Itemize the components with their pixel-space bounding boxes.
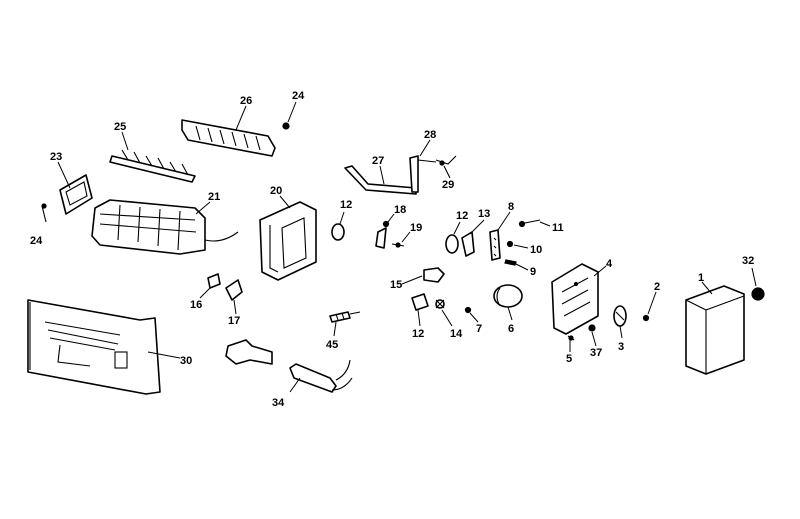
- part-6-motor: [493, 284, 523, 321]
- part-34-valve: [225, 339, 353, 393]
- part-12-cam-middle: [445, 221, 461, 254]
- part-5-screw: [567, 335, 575, 352]
- callout-37: 37: [590, 347, 602, 359]
- part-29-spring: [435, 155, 457, 179]
- part-3-terminal: [613, 305, 627, 339]
- part-27-shutoff-arm: [344, 165, 417, 195]
- part-23-mounting-plate: [57, 161, 93, 215]
- callout-28: 28: [424, 129, 436, 141]
- callout-19: 19: [410, 222, 422, 234]
- callout-18: 18: [394, 204, 406, 216]
- callout-30: 30: [180, 355, 192, 367]
- callout-13: 13: [478, 208, 490, 220]
- part-18-switch-arm: [375, 213, 395, 249]
- part-17-cam-follower: [225, 279, 243, 315]
- callout-24-left: 24: [30, 235, 43, 247]
- part-24-screw-top: [282, 101, 297, 130]
- part-26-stripper: [181, 105, 276, 157]
- part-28-bracket: [409, 139, 437, 193]
- callout-4: 4: [606, 258, 613, 270]
- part-1-cover: [685, 281, 745, 375]
- part-7-screw: [464, 306, 479, 323]
- part-12-cam-upper: [331, 211, 345, 241]
- callout-24-top: 24: [292, 90, 305, 102]
- part-15-thermostat: [401, 267, 445, 285]
- callout-23: 23: [50, 151, 62, 163]
- callout-16: 16: [190, 299, 202, 311]
- callout-45: 45: [326, 339, 338, 351]
- callout-27: 27: [372, 155, 384, 167]
- part-4-support-plate: [551, 263, 607, 335]
- callout-15: 15: [390, 279, 402, 291]
- callout-10: 10: [530, 244, 542, 256]
- callout-9: 9: [530, 266, 536, 278]
- callout-6: 6: [508, 323, 514, 335]
- part-14-gear: [435, 299, 453, 327]
- part-19-screw: [391, 231, 411, 248]
- callout-14: 14: [450, 328, 463, 340]
- callout-26: 26: [240, 95, 252, 107]
- callout-5: 5: [566, 353, 572, 365]
- callout-7: 7: [476, 323, 482, 335]
- callout-3: 3: [618, 341, 624, 353]
- part-25-ejector-blade: [109, 131, 196, 183]
- part-16-clip: [199, 273, 221, 299]
- part-13-lever: [461, 219, 485, 257]
- part-2-screw: [642, 291, 657, 322]
- part-24-screw-left: [41, 203, 47, 223]
- callout-12-upper: 12: [340, 199, 352, 211]
- part-10-washer: [506, 240, 529, 249]
- callout-32: 32: [742, 255, 754, 267]
- callout-8: 8: [508, 201, 514, 213]
- callout-12-middle: 12: [456, 210, 468, 222]
- callout-1: 1: [698, 272, 704, 284]
- part-21-ice-mold: [91, 199, 239, 255]
- part-20-motor-housing: [259, 195, 317, 281]
- part-9-pin: [504, 259, 529, 271]
- callout-17: 17: [228, 315, 240, 327]
- part-30-housing: [27, 299, 181, 395]
- part-32-plug: [751, 267, 765, 301]
- part-8-contact-strip: [489, 211, 511, 261]
- part-37-spacer: [588, 324, 597, 347]
- callout-34: 34: [272, 397, 285, 409]
- part-11-screw: [518, 219, 551, 228]
- part-12-cam-lower: [411, 293, 429, 327]
- callout-21: 21: [208, 191, 220, 203]
- callout-29: 29: [442, 179, 454, 191]
- callout-11: 11: [552, 222, 564, 234]
- callout-12-lower: 12: [412, 328, 424, 340]
- callout-25: 25: [114, 121, 126, 133]
- callout-20: 20: [270, 185, 282, 197]
- callout-2: 2: [654, 281, 660, 293]
- part-45-fitting: [329, 311, 361, 337]
